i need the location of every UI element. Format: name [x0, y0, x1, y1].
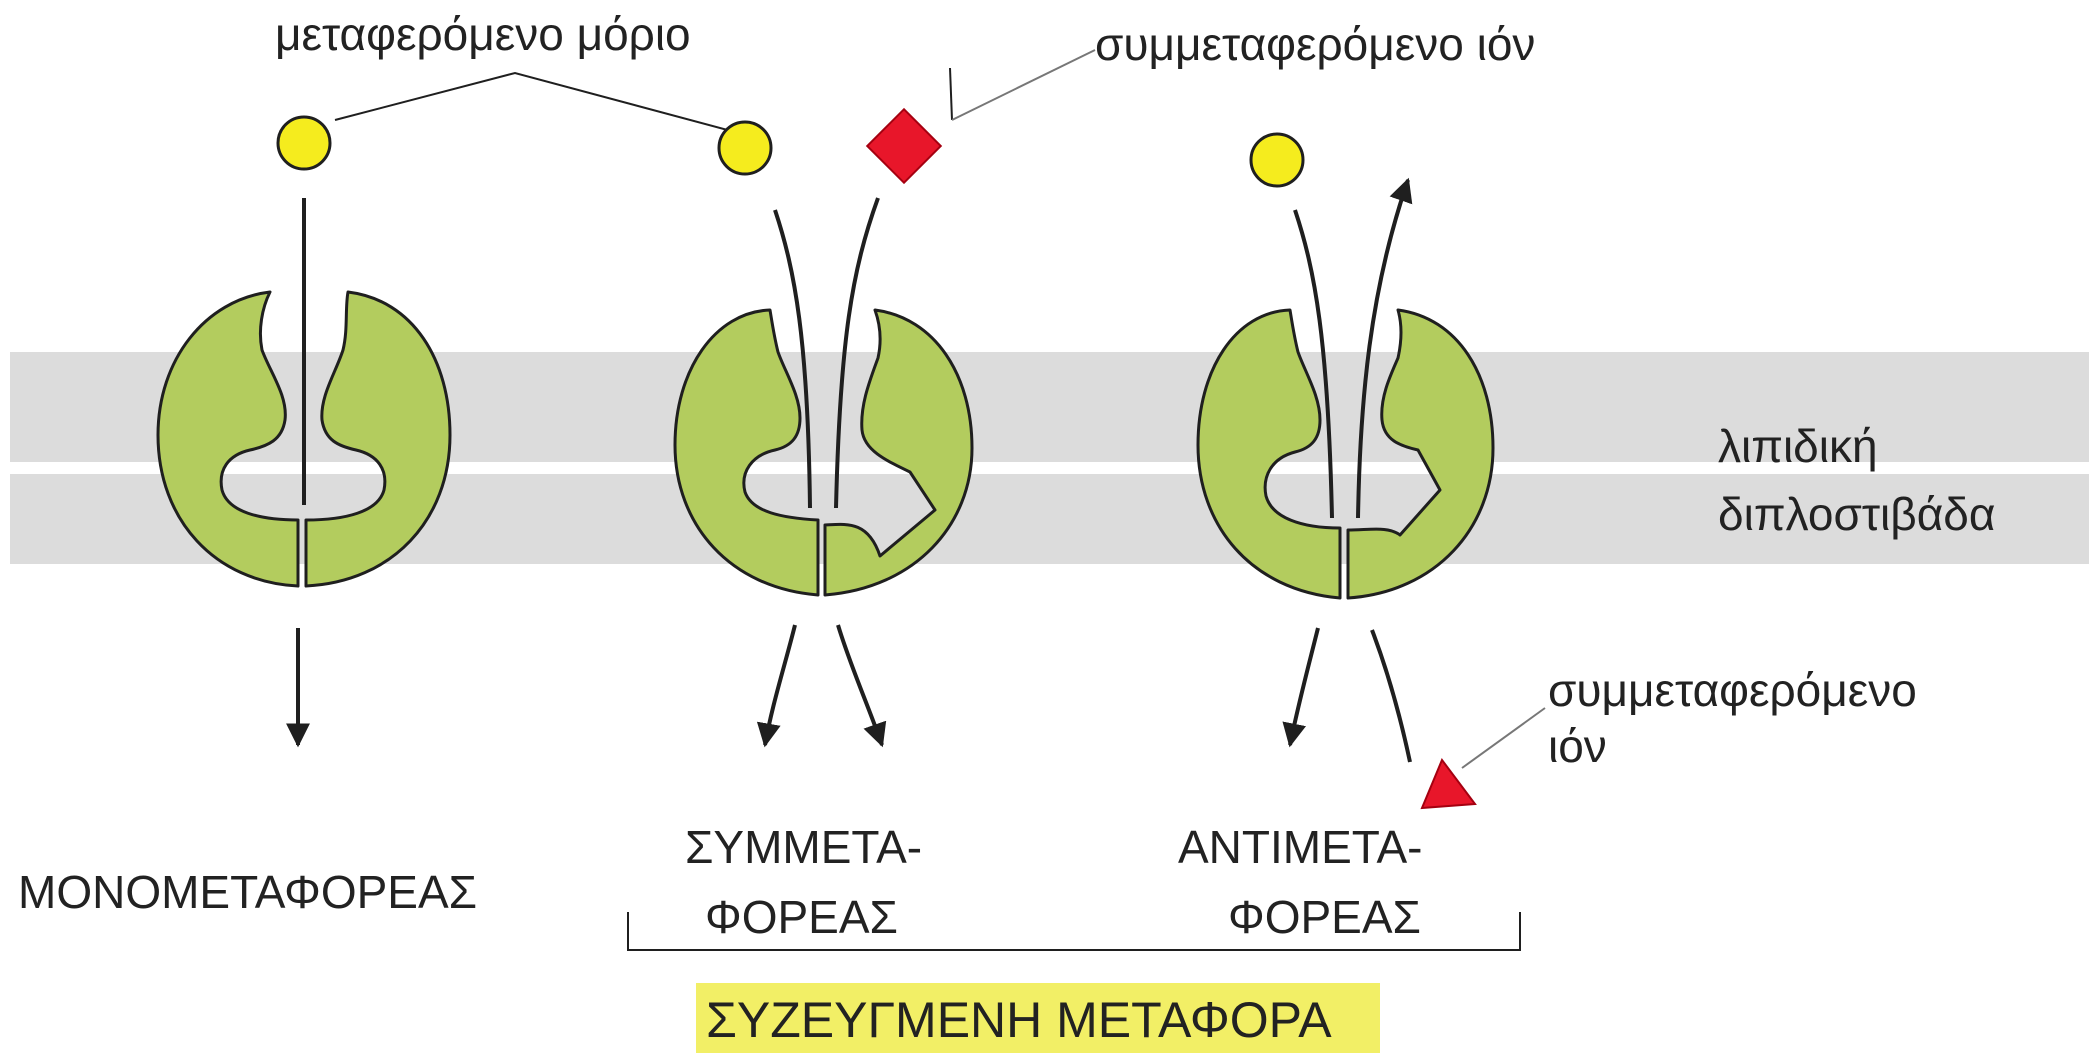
cotransported-ion-square	[867, 109, 941, 183]
ion-label-connector-top	[950, 68, 952, 120]
symporter-molecule-outflow-arrow	[765, 625, 795, 745]
molecule-label-connector	[335, 73, 735, 132]
ion-label-connector-bottom	[1462, 708, 1545, 768]
symporter-ion-outflow-arrow	[838, 625, 882, 745]
transported-molecule-3	[1251, 134, 1303, 186]
label-symporter-2: ΦΟΡΕΑΣ	[705, 891, 898, 943]
label-transported-molecule: μεταφερόμενο μόριο	[275, 8, 691, 60]
label-cotransported-ion-bottom-2: ιόν	[1548, 720, 1607, 772]
cotransported-ion-triangle	[1422, 760, 1475, 808]
transported-molecule-1	[278, 117, 330, 169]
label-lipid-bilayer-2: διπλοστιβάδα	[1718, 488, 1995, 540]
ion-label-connector-top-line	[952, 50, 1095, 120]
label-symporter-1: ΣΥΜΜΕΤΑ-	[685, 821, 922, 873]
label-antiporter-2: ΦΟΡΕΑΣ	[1228, 891, 1421, 943]
label-cotransported-ion-top: συμμεταφερόμενο ιόν	[1095, 18, 1535, 70]
label-uniporter: ΜΟΝΟΜΕΤΑΦΟΡΕΑΣ	[18, 866, 477, 918]
label-coupled-transport: ΣΥΖΕΥΓΜΕΝΗ ΜΕΤΑΦΟΡΑ	[706, 992, 1332, 1048]
transported-molecule-2	[719, 122, 771, 174]
label-lipid-bilayer-1: λιπιδική	[1718, 420, 1878, 472]
antiporter-ion-inflow-path	[1372, 630, 1410, 762]
antiporter-molecule-outflow-arrow	[1290, 628, 1318, 745]
label-antiporter-1: ΑΝΤΙΜΕΤΑ-	[1178, 821, 1422, 873]
label-cotransported-ion-bottom-1: συμμεταφερόμενο	[1548, 664, 1917, 716]
